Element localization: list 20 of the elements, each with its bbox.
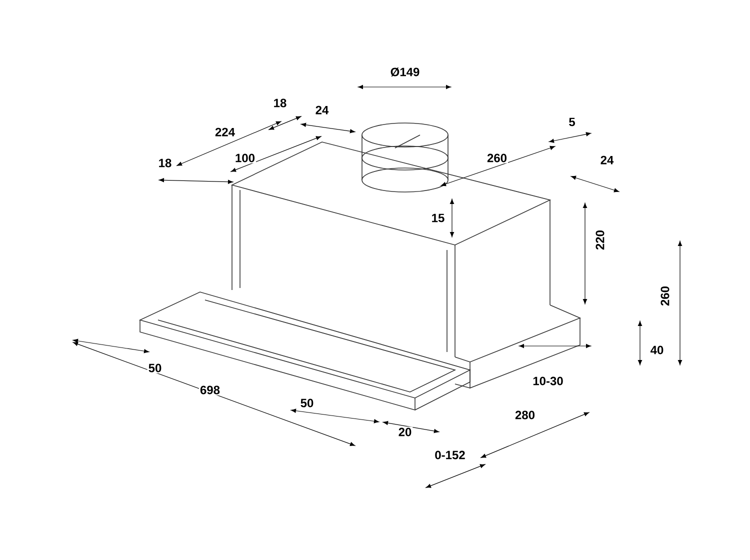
dimension-label: 20 xyxy=(397,426,413,438)
dimension-label: 224 xyxy=(214,126,236,138)
dimension-label: 5 xyxy=(568,116,576,128)
dimension-label: 24 xyxy=(599,154,615,166)
dimension-label: 50 xyxy=(147,362,163,374)
dimension-label: 24 xyxy=(314,104,330,116)
dimension-label: 100 xyxy=(234,152,256,164)
dimension-label: 10-30 xyxy=(532,376,564,386)
dimension-label: 0-152 xyxy=(434,450,466,460)
dimension-label: 280 xyxy=(514,410,536,420)
dimension-label: 220 xyxy=(594,229,606,252)
dimension-label: 50 xyxy=(299,398,315,408)
dimension-label: 40 xyxy=(649,344,665,356)
dimension-label: 698 xyxy=(199,384,222,396)
dimension-label: 18 xyxy=(272,98,288,108)
dimension-label: Ø149 xyxy=(389,66,421,78)
dimension-label: 260 xyxy=(486,152,508,164)
dimension-label: 260 xyxy=(660,285,670,308)
dimension-label: 15 xyxy=(430,212,446,224)
dimension-label: 18 xyxy=(157,158,173,168)
